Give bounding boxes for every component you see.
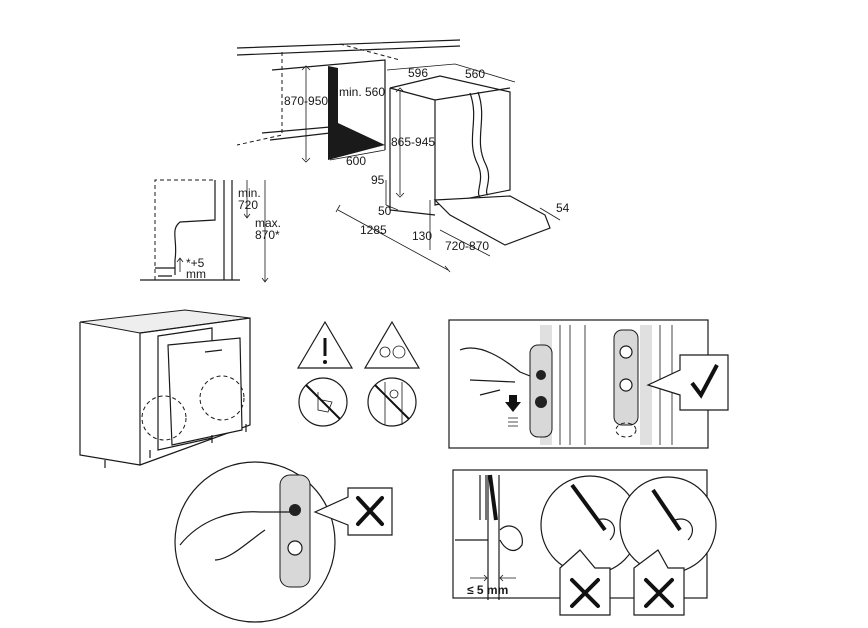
warning-panel [296, 320, 421, 427]
label-appliance-height: 865-945 [391, 135, 435, 149]
side-detail-diagram: min. 720 max. 870* *+5 mm [140, 179, 281, 283]
side-max-value: 870* [255, 228, 280, 242]
cross-icon [644, 578, 674, 608]
side-adjust-unit: mm [186, 267, 206, 281]
side-adjust-value: *+5 [186, 256, 205, 270]
label-door-54: 54 [556, 201, 570, 215]
up-arrow-icon [505, 395, 521, 412]
kitchen-cabinet-illustration [79, 309, 251, 468]
dimension-labels: 870-950 min. 560 600 596 560 865-945 95 … [284, 66, 570, 253]
niche-shadow [328, 66, 385, 160]
dishwasher-diagram [335, 63, 561, 273]
detail-circle-left [141, 395, 187, 441]
label-height-range: 870-950 [284, 94, 328, 108]
no-child-climbing-icon [367, 377, 417, 427]
side-min-value: 720 [238, 198, 258, 212]
cabinet-niche-diagram [236, 39, 461, 163]
label-plinth-95: 95 [371, 173, 385, 187]
label-depth-596: 596 [408, 66, 428, 80]
label-min-width: min. 560 [339, 85, 385, 99]
cross-icon [570, 578, 600, 608]
label-depth-560: 560 [465, 67, 485, 81]
check-callout [646, 354, 729, 411]
gap-label: ≤ 5 mm [467, 583, 508, 597]
cross-callout [313, 487, 393, 536]
control-panel-strip [529, 344, 553, 438]
door-gap-panel: ≤ 5 mm [452, 469, 717, 616]
side-max-label: max. [255, 216, 281, 230]
warning-triangle-icon [296, 320, 354, 369]
label-door-1285: 1285 [360, 223, 387, 237]
label-door-720-870: 720-870 [445, 239, 489, 253]
label-plinth-50: 50 [378, 204, 392, 218]
no-hand-pressing-icon [298, 377, 348, 427]
side-min-label: min. [238, 186, 261, 200]
incorrect-press-illustration [174, 461, 393, 623]
label-width-600: 600 [346, 154, 366, 168]
cross-icon [356, 496, 384, 526]
checkmark-icon [690, 364, 719, 399]
child-warning-icon [363, 320, 421, 369]
label-door-130: 130 [412, 229, 432, 243]
correct-operation-panel [448, 319, 729, 449]
detail-circle-right [199, 375, 245, 421]
